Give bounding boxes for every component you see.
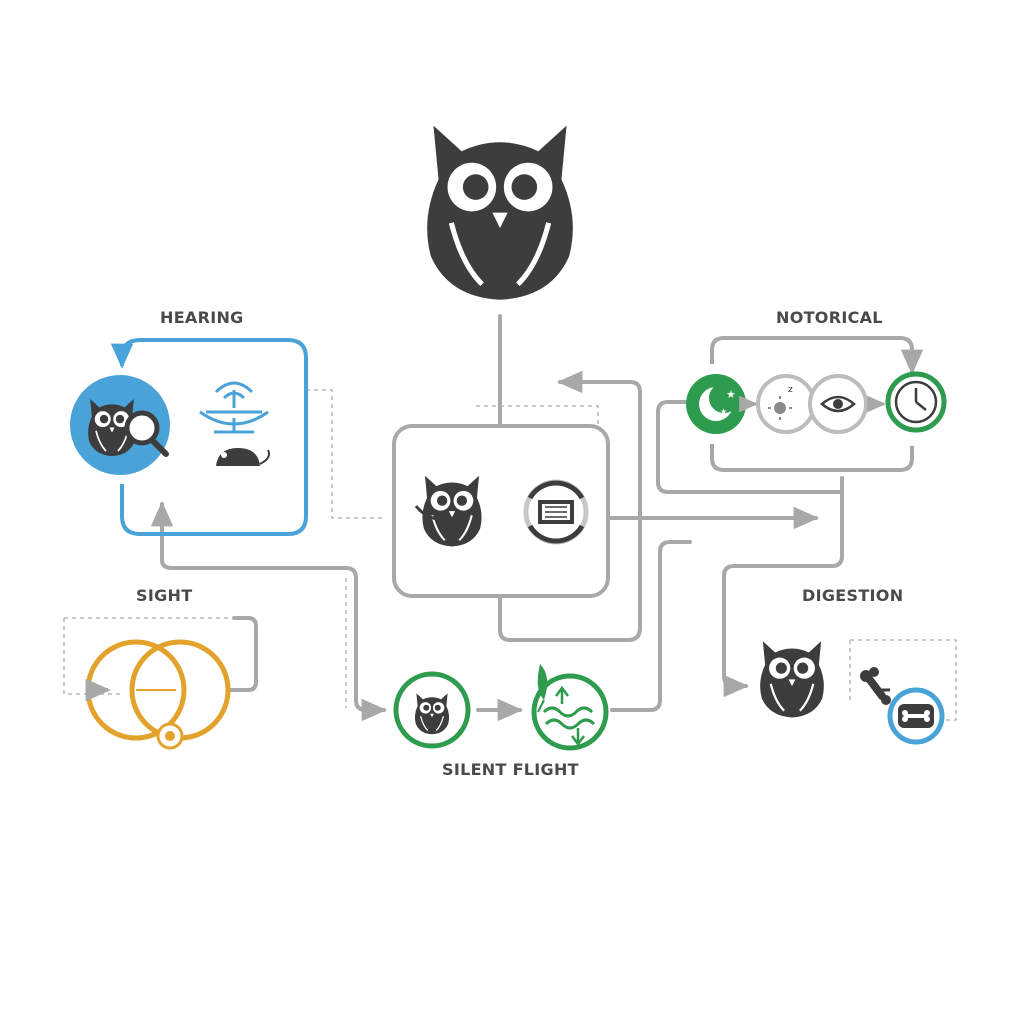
- main-owl-icon: [427, 126, 573, 300]
- owl-green-circle-icon: [393, 671, 471, 749]
- label-sight: SIGHT: [136, 586, 193, 605]
- owl-rotate-icon: [414, 474, 483, 548]
- label-notorical: NOTORICAL: [776, 308, 883, 327]
- sight-block: [85, 639, 231, 750]
- pellet-icon: [887, 687, 945, 745]
- hearing-block: [70, 338, 308, 536]
- label-silent-flight: SILENT FLIGHT: [442, 760, 579, 779]
- digestion-owl-icon: [759, 640, 825, 719]
- label-digestion: DIGESTION: [802, 586, 904, 605]
- sound-dish-icon: [199, 381, 269, 434]
- clock-icon: [885, 371, 947, 433]
- notorical-block: ★ ★ z: [686, 336, 947, 472]
- owl-magnifier-icon: [70, 375, 170, 475]
- digestion-block: [759, 640, 945, 745]
- silent-flight-block: [393, 664, 609, 751]
- feather-wave-icon: [531, 664, 609, 751]
- center-process-box: [392, 424, 610, 598]
- bone-icon: [860, 667, 891, 705]
- cycle-icon: [523, 479, 589, 545]
- svg-text:★: ★: [726, 388, 736, 401]
- svg-text:z: z: [788, 385, 793, 395]
- label-hearing: HEARING: [160, 308, 244, 327]
- moon-stars-icon: ★ ★: [686, 374, 746, 434]
- mouse-icon: [216, 448, 270, 466]
- sun-eye-icon: z: [756, 374, 868, 434]
- svg-text:★: ★: [720, 407, 727, 416]
